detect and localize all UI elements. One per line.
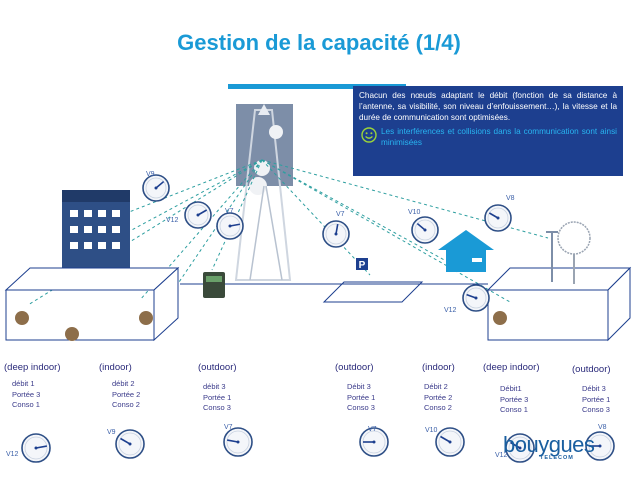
water-meter-icon [15,311,507,341]
diagram-gauge-label: V8 [506,195,515,202]
diagram-gauge-label: V12 [166,217,179,224]
bottom-gauge-label-6: V12 [495,452,508,459]
stats-block-3: débit 3 Portée 1 Conso 3 [203,382,231,414]
diagram-gauge-label: V9 [146,171,155,178]
ground-plates [4,266,632,342]
stats-block-6: Débit1 Portée 3 Conso 1 [500,384,528,416]
bottom-gauge-label-1: V12 [6,451,19,458]
gauge-icon [484,204,512,232]
stat-portee: Portée 3 [500,394,529,404]
gauge-icon [223,427,253,457]
smiley-icon [361,127,377,143]
stat-debit: Débit 3 [347,382,371,391]
gauge-icon [142,174,170,202]
info-callout: Chacun des nœuds adaptant le débit (fonc… [353,86,623,176]
gauge-icon [359,427,389,457]
stats-block-2: débit 2 Portée 2 Conso 2 [112,379,140,411]
stat-conso: Conso 1 [500,405,528,414]
stat-portee: Portée 2 [424,392,453,402]
callout-note-text: Les interférences et collisions dans la … [381,127,617,147]
gauge-icon [21,433,51,463]
stat-conso: Conso 1 [12,400,40,409]
gauge-icon [115,429,145,459]
stat-portee: Portée 1 [203,392,232,402]
gauge-icon [184,201,212,229]
house-tap-icon [438,230,494,272]
diagram-gauge-label: V10 [408,209,421,216]
gauge-icon [435,427,465,457]
basement-frames [5,289,609,341]
zone-label-6: (deep indoor) [483,362,540,373]
stats-block-1: débit 1 Portée 3 Conso 1 [12,379,40,411]
logo-subtitle: TELECOM [540,455,574,461]
stat-portee: Portée 3 [12,389,41,399]
bottom-gauge-label-5: V10 [425,427,438,434]
stat-debit: débit 1 [12,379,35,388]
antenna-tower [234,104,293,281]
zone-label-3: (outdoor) [198,362,237,373]
stats-block-5: Débit 2 Portée 2 Conso 2 [424,382,452,414]
stat-debit: Débit 3 [582,384,606,393]
bottom-gauge-label-2: V9 [107,429,116,436]
stat-debit: Débit 2 [424,382,448,391]
gauge-icon [216,212,244,240]
bottom-gauge-label-4: V7 [368,426,377,433]
diagram-gauges [142,174,512,312]
diagram-gauge-label: V7 [225,208,234,215]
stat-debit: débit 2 [112,379,135,388]
title-underline [228,84,406,89]
stat-conso: Conso 3 [347,403,375,412]
stat-conso: Conso 3 [582,405,610,414]
stat-conso: Conso 3 [203,403,231,412]
callout-note: Les interférences et collisions dans la … [359,126,617,148]
parking-sign-icon: P [356,258,368,271]
stat-portee: Portée 1 [347,392,376,402]
bottom-gauges [21,427,615,463]
outdoor-device-icon [203,272,225,298]
gauge-icon [322,220,350,248]
bottom-gauge-label-7: V8 [598,424,607,431]
callout-text: Chacun des nœuds adaptant le débit (fonc… [359,91,617,122]
stat-conso: Conso 2 [112,400,140,409]
gauge-icon [505,433,535,463]
stat-portee: Portée 2 [112,389,141,399]
zone-label-4: (outdoor) [335,362,374,373]
zone-label-1: (deep indoor) [4,362,61,373]
streetlight-tree-icon [546,221,591,284]
stats-block-7: Débit 3 Portée 1 Conso 3 [582,384,610,416]
svg-text:P: P [359,260,366,271]
bottom-gauge-label-3: V7 [224,424,233,431]
zone-label-5: (indoor) [422,362,455,373]
zone-label-2: (indoor) [99,362,132,373]
stat-debit: Débit1 [500,384,522,393]
page-title: Gestion de la capacité (1/4) [177,30,461,55]
diagram-gauge-label: V7 [336,211,345,218]
diagram-gauge-label: V12 [444,307,457,314]
stat-portee: Portée 1 [582,394,611,404]
gauge-icon [411,216,439,244]
bouygues-telecom-logo: bouygues [503,432,595,457]
gauge-icon [462,284,490,312]
stat-conso: Conso 2 [424,403,452,412]
stat-debit: débit 3 [203,382,226,391]
zone-label-7: (outdoor) [572,364,611,375]
stats-block-4: Débit 3 Portée 1 Conso 3 [347,382,375,414]
gauge-icon [585,431,615,461]
